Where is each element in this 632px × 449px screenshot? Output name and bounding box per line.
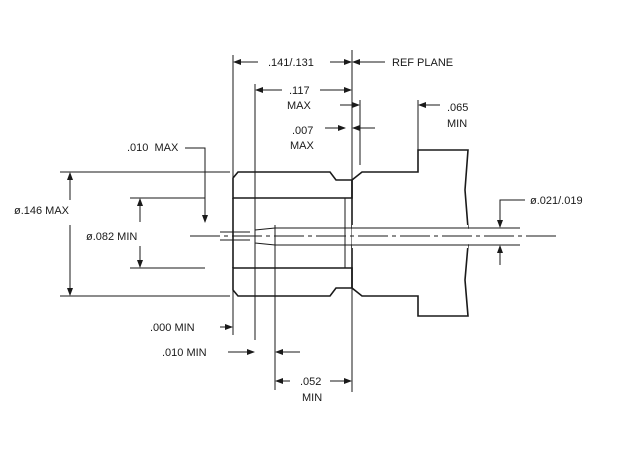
dim-052-qual: MIN	[302, 392, 322, 404]
mating-body	[351, 149, 469, 317]
dim-pin-diameter: ø.021/.019	[530, 195, 583, 207]
dim-052-value: .052	[300, 376, 321, 388]
dim-065-value: .065	[447, 102, 468, 114]
dim-117-qual: MAX	[287, 100, 312, 112]
center-pin	[190, 227, 560, 246]
dim-bore-diameter: ø.082 MIN	[86, 231, 137, 243]
dim-overall-length: .141/.131	[268, 57, 314, 69]
dim-117-value: .117	[289, 85, 310, 97]
socket-body	[232, 171, 353, 297]
dim-010-max: .010 MAX	[127, 142, 179, 154]
dimension-lines	[67, 59, 525, 384]
dim-007-value: .007	[292, 125, 313, 137]
dim-010-min: .010 MIN	[162, 347, 207, 359]
ref-plane-label: REF PLANE	[392, 57, 453, 69]
dim-000-min: .000 MIN	[150, 322, 195, 334]
dim-065-qual: MIN	[447, 118, 467, 130]
dim-007-qual: MAX	[290, 140, 315, 152]
dim-outer-diameter: ø.146 MAX	[14, 205, 70, 217]
